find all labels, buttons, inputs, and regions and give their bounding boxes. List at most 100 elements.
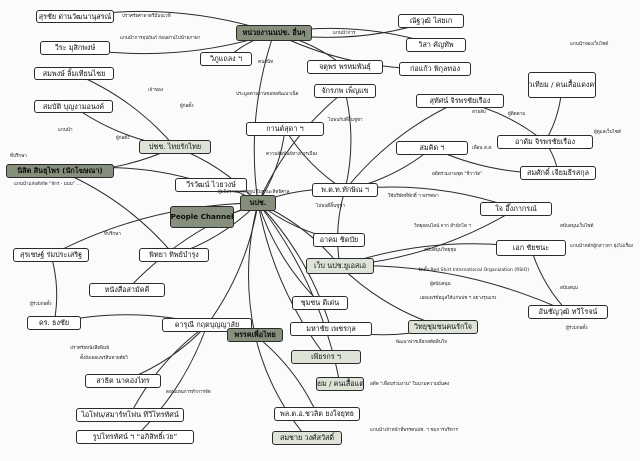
connector-node-nor-por-chor-node-surapon <box>257 202 327 358</box>
note-n24: เผยแพร่ข้อมูลให้แก่นปช ฯ อย่างรุนแรง <box>420 296 497 301</box>
node-tv: ทีวีดาวเทียม / คนเสื้อแดงคนนิยม <box>316 377 364 391</box>
note-n13: ไปพบกับดิ์ลิ้นชูชา <box>328 118 363 123</box>
note-n26: พัฒนาฟวรเลือกสตัดสินใจ <box>396 340 447 345</box>
node-usa-web: เว็บ นปช.ยูเอสเอ <box>306 258 374 274</box>
node-weng: วีระ มุสิกพงษ์ <box>40 41 110 55</box>
note-n38: แกนนำเจ้าหน้าที่พรรคนปช. ฯ ชมการบริหาร <box>370 428 458 433</box>
connector-node-thaksin-node-kansuda <box>284 128 346 191</box>
connector-node-nor-por-chor-node-jakrapob <box>257 90 346 204</box>
note-n37: อดีต "เพื่อนร่วมงาน" ในนามความมั่นคง <box>370 382 450 387</box>
note-n27: แกนนำหลักผู้กล่าวหา ยุ่งไม่เรื่อง <box>570 244 634 249</box>
note-n17: ผู้ติดตาม <box>508 112 526 117</box>
node-ahmed: อาคม ชิดบัย <box>313 233 365 247</box>
node-tuanjai: อาดัม จิรพรชัยเรือง <box>497 135 593 149</box>
note-n39: ผู้ผลิตรายการ/ยูทูป ในฐานะสิทธิศาล <box>218 190 290 195</box>
note-n32: ผู้ร่วมก่อตั้ง <box>566 326 588 331</box>
note-n09: ที่ปรึกษา <box>10 154 27 159</box>
connector-node-pheu-thai-node-somchai <box>254 334 308 439</box>
node-dr-thongchai: ดร. ธงชัย <box>27 316 81 330</box>
note-n25: สนับสนุน <box>560 286 578 291</box>
note-n21: สนับสนุนวิทยุชุม <box>424 248 457 253</box>
connector-node-nor-por-chor-node-pheu-thai <box>248 202 259 336</box>
note-n28: แกนนำของเว็บไซต์ <box>570 42 609 47</box>
note-n04: คนสนิท <box>258 60 274 65</box>
node-helper: วีรวัฒน์ ไวยวงษ์ <box>175 178 247 192</box>
note-n23: ผู้สนับสนุน <box>430 282 451 287</box>
note-n20: วิทยุออนไลน์ จาก สำนักโต ฯ <box>414 224 471 229</box>
node-nor-por-chor: นปช. <box>240 195 276 211</box>
node-somchai: สมชาย วงศ์สวัสดิ์ <box>272 431 342 445</box>
note-n35: ตั้งยังเผยแพร่สิบทายศัยวิ <box>80 356 128 361</box>
note-n19: ใช้บริษัทที่พักดิ์ ฯ พรรคพา <box>388 194 439 199</box>
note-n06: ผู้ก่อตั้ง <box>180 104 194 109</box>
note-n22: จัดตั้ง Red Shirt International Organiza… <box>418 268 530 273</box>
node-sombat-thongyou: สมพงษ์ ลิ้มเทียนไชย <box>34 67 114 80</box>
note-n30: สายลับ <box>472 110 486 115</box>
node-somkid: สมคิด ฯ <box>396 141 468 155</box>
note-n03: แกนนำการ <box>333 31 356 36</box>
node-pun: ชุมชน ดีเด่น <box>292 296 348 310</box>
note-n10: แกนนำแห่งสังกัด "จักร - มมม" ... <box>14 182 81 187</box>
node-thaksin: พ.ต.ท.ทักษิณ ฯ <box>312 183 378 197</box>
node-jakrapob: จักรภพ เพ็ญแข <box>314 84 376 98</box>
connector-node-eakachai-node-unsungwut <box>530 247 569 313</box>
node-paper-samakki: หนังสือสามัคคี <box>89 283 165 297</box>
node-jai: ใจ อึ๊งภากรณ์ <box>480 202 552 216</box>
note-n18: อดีตร่วมงานชุด "ชีวาวัด" <box>432 172 483 177</box>
connector-node-darunee-node-iphone <box>129 324 208 416</box>
node-online-tv: ทีวีดาวเทียม / คนเสื้อแดงคนนิยม <box>528 72 596 98</box>
note-n12: ความสัมพันธ์ทางการเมือง <box>266 152 318 157</box>
note-n29: ผู้ดูแลเว็บไซต์ <box>594 130 621 135</box>
node-somsak: สมศักดิ์ เจียมธีรสกุล <box>520 166 596 180</box>
node-unsungwut: อันชัญวุฒิ ทวีโรจน์ <box>528 305 608 319</box>
connector-node-darunee-node-rubphat <box>134 324 208 438</box>
connector-node-nor-por-chor-node-suradet <box>50 202 259 256</box>
node-mahachai: มหาชัย เพชรกุล <box>290 322 372 336</box>
note-n05: เจ้าของ <box>148 88 163 93</box>
note-n11: ที่ปรึกษา <box>104 232 121 237</box>
node-people-channel-group: ปชช. ไทยรักไทย <box>139 140 211 154</box>
note-n15: ไปพบดิ์ลิ้นชูชา <box>316 204 345 209</box>
node-suthat: สุทัศน์ จิรพรชัยเรือง <box>416 94 504 108</box>
connector-node-nor-por-chor-node-nortor <box>253 32 275 204</box>
note-n16: เพื่อน ส.ส. <box>472 146 493 151</box>
node-suradet: สุรเชษฐ์ ร่มประเสริฐ <box>13 248 89 262</box>
node-vipsak: วิภูแถลง ฯ <box>200 52 252 66</box>
note-n36: ตอบแทนการทำการจัด <box>166 390 211 395</box>
connector-node-suradet-node-dr-thongchai <box>50 254 58 324</box>
connector-node-nor-por-chor-node-pun <box>257 202 321 304</box>
node-wittayu: วิทยุชุมชนคนรักใจ <box>408 320 478 334</box>
note-n14: ประมูลตามงานขอหอพัฒนาเน็ต <box>236 92 299 97</box>
connector-node-thaksin-node-suthat <box>344 100 461 191</box>
connector-node-darunee-node-sathit <box>122 324 208 382</box>
node-surachai: สุรชัย ด่านวัฒนานุสรณ์ <box>36 10 114 23</box>
connector-node-pheu-thai-node-chavalit <box>254 334 318 415</box>
node-nisit-ad: นิสิต สินธุไพร (นักโฆษณา) <box>6 164 114 178</box>
node-rubphat: รูปโทรทัศน์ ฯ “อภิสิทธิ์เว่ย” <box>76 430 194 444</box>
note-n01: ปราศรัยศาลาตรีมีบนเวที <box>122 14 171 19</box>
note-n31: สนับสนุนเว็บไซต์ <box>560 224 594 229</box>
connector-node-nor-por-chor-node-darunee <box>206 202 259 326</box>
node-chavalit: พล.ต.อ.ชวลิต ยงใจยุทธ <box>274 407 360 421</box>
node-pheu-thai: พรรคเพื่อไทย <box>227 328 283 342</box>
note-n34: ปราศรัยหนังสือพิมพ์ <box>70 346 110 351</box>
connector-node-thaksin-node-jakrapob <box>344 90 352 191</box>
node-visa: วิสา คัญทัพ <box>406 38 466 52</box>
node-sathit: สาธิต นาคอ่งไทร <box>85 374 161 388</box>
note-n07: แกนนำ <box>58 128 73 133</box>
connector-node-nor-por-chor-node-mahachai <box>257 202 332 330</box>
node-kansuda: กานต์สุดา ฯ <box>246 122 324 136</box>
note-n33: ผู้ร่วมก่อตั้ง <box>30 302 52 307</box>
node-iphone: ไอโฟน/สมาร์ทโฟน ทีวีโทรทัศน์ <box>76 408 184 422</box>
node-sombat-kaewfa: พิทยา ทิพย์บำรุง <box>139 248 209 262</box>
node-surapon: เพียรกร ฯ <box>291 350 361 364</box>
node-korkaew: ก่อแก้ว พิกุลทอง <box>399 62 471 76</box>
note-n08: ผู้ก่อตั้ง <box>116 136 130 141</box>
node-nortor: หน่วยงานนปช. อื่นๆ <box>236 25 312 41</box>
node-nuttawut: ณัฐวุฒิ ไสยเก <box>398 14 464 28</box>
node-chatuporn: จตุพร พรหมพันธุ์ <box>307 60 383 74</box>
note-n02: แกนนำการอุปถัมภ์ ก่อนผ่านไปนำยภาษา <box>120 36 201 41</box>
connector-node-thaksin-node-usa-web <box>337 189 346 267</box>
node-sombat-boon: สมบัติ บุญงามอนงค์ <box>34 100 113 113</box>
